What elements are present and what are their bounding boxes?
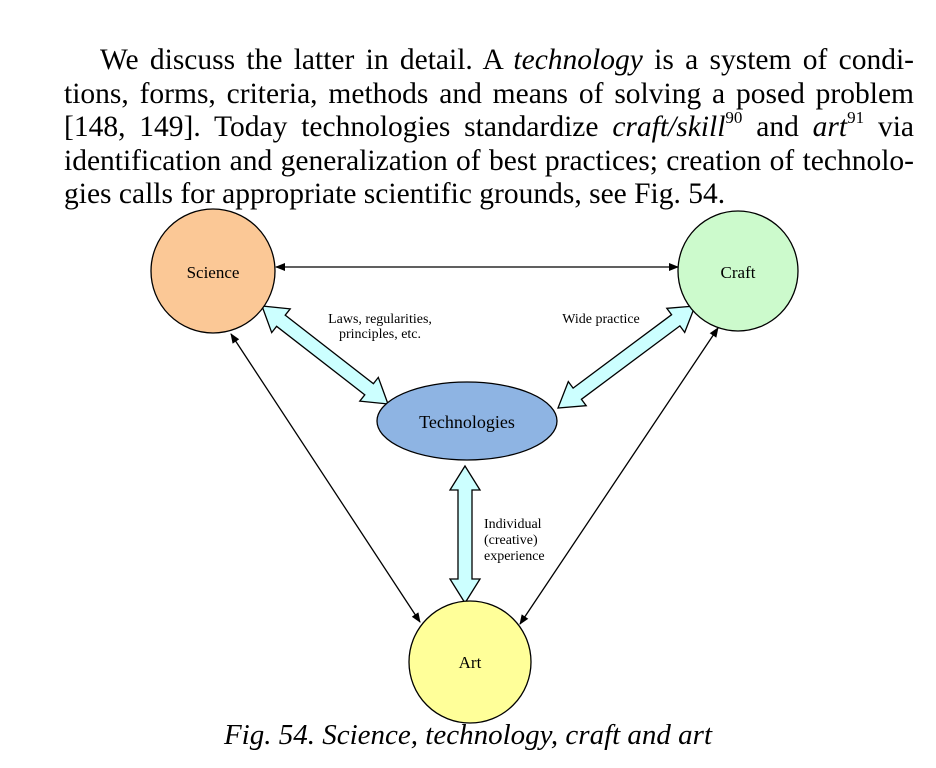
paragraph-line-3: [148, 149]. Today technologies standardi… xyxy=(64,108,914,143)
paragraph-line-2: tions, forms, criteria, methods and mean… xyxy=(64,77,914,110)
paragraph-line-1: We discuss the latter in detail. A techn… xyxy=(100,44,914,76)
connector-science-art xyxy=(230,333,421,623)
label-wide-practice: Wide practice xyxy=(562,312,640,327)
footnote-ref-90[interactable]: 90 xyxy=(725,108,743,127)
node-science: Science xyxy=(150,208,276,334)
term-craft-skill: craft/skill xyxy=(612,111,726,143)
node-art-label: Art xyxy=(459,653,482,672)
node-technologies-label: Technologies xyxy=(419,412,515,432)
label-laws-line2: principles, etc. xyxy=(339,327,421,342)
label-individual-line1: Individual xyxy=(484,517,542,532)
footnote-ref-91[interactable]: 91 xyxy=(847,108,865,127)
node-technologies: Technologies xyxy=(376,381,558,461)
term-art: art xyxy=(812,111,848,143)
node-craft-label: Craft xyxy=(721,263,756,282)
paragraph-line-4: identification and generalization of bes… xyxy=(64,144,914,177)
block-arrow-technologies-art xyxy=(448,464,482,605)
block-arrow-craft-technologies xyxy=(557,305,696,409)
node-science-label: Science xyxy=(187,263,240,282)
figure-caption: Fig. 54. Science, technology, craft and … xyxy=(223,719,713,751)
label-individual-line2: (creative) xyxy=(484,533,538,548)
node-art: Art xyxy=(408,600,532,724)
node-craft: Craft xyxy=(677,210,799,332)
label-individual-line3: experience xyxy=(484,549,545,564)
label-laws-line1: Laws, regularities, xyxy=(328,312,432,327)
paragraph-line-5: gies calls for appropriate scientific gr… xyxy=(64,178,726,210)
body-paragraph: We discuss the latter in detail. A techn… xyxy=(64,44,914,212)
connector-craft-art xyxy=(519,327,719,625)
term-technology: technology xyxy=(513,44,643,76)
